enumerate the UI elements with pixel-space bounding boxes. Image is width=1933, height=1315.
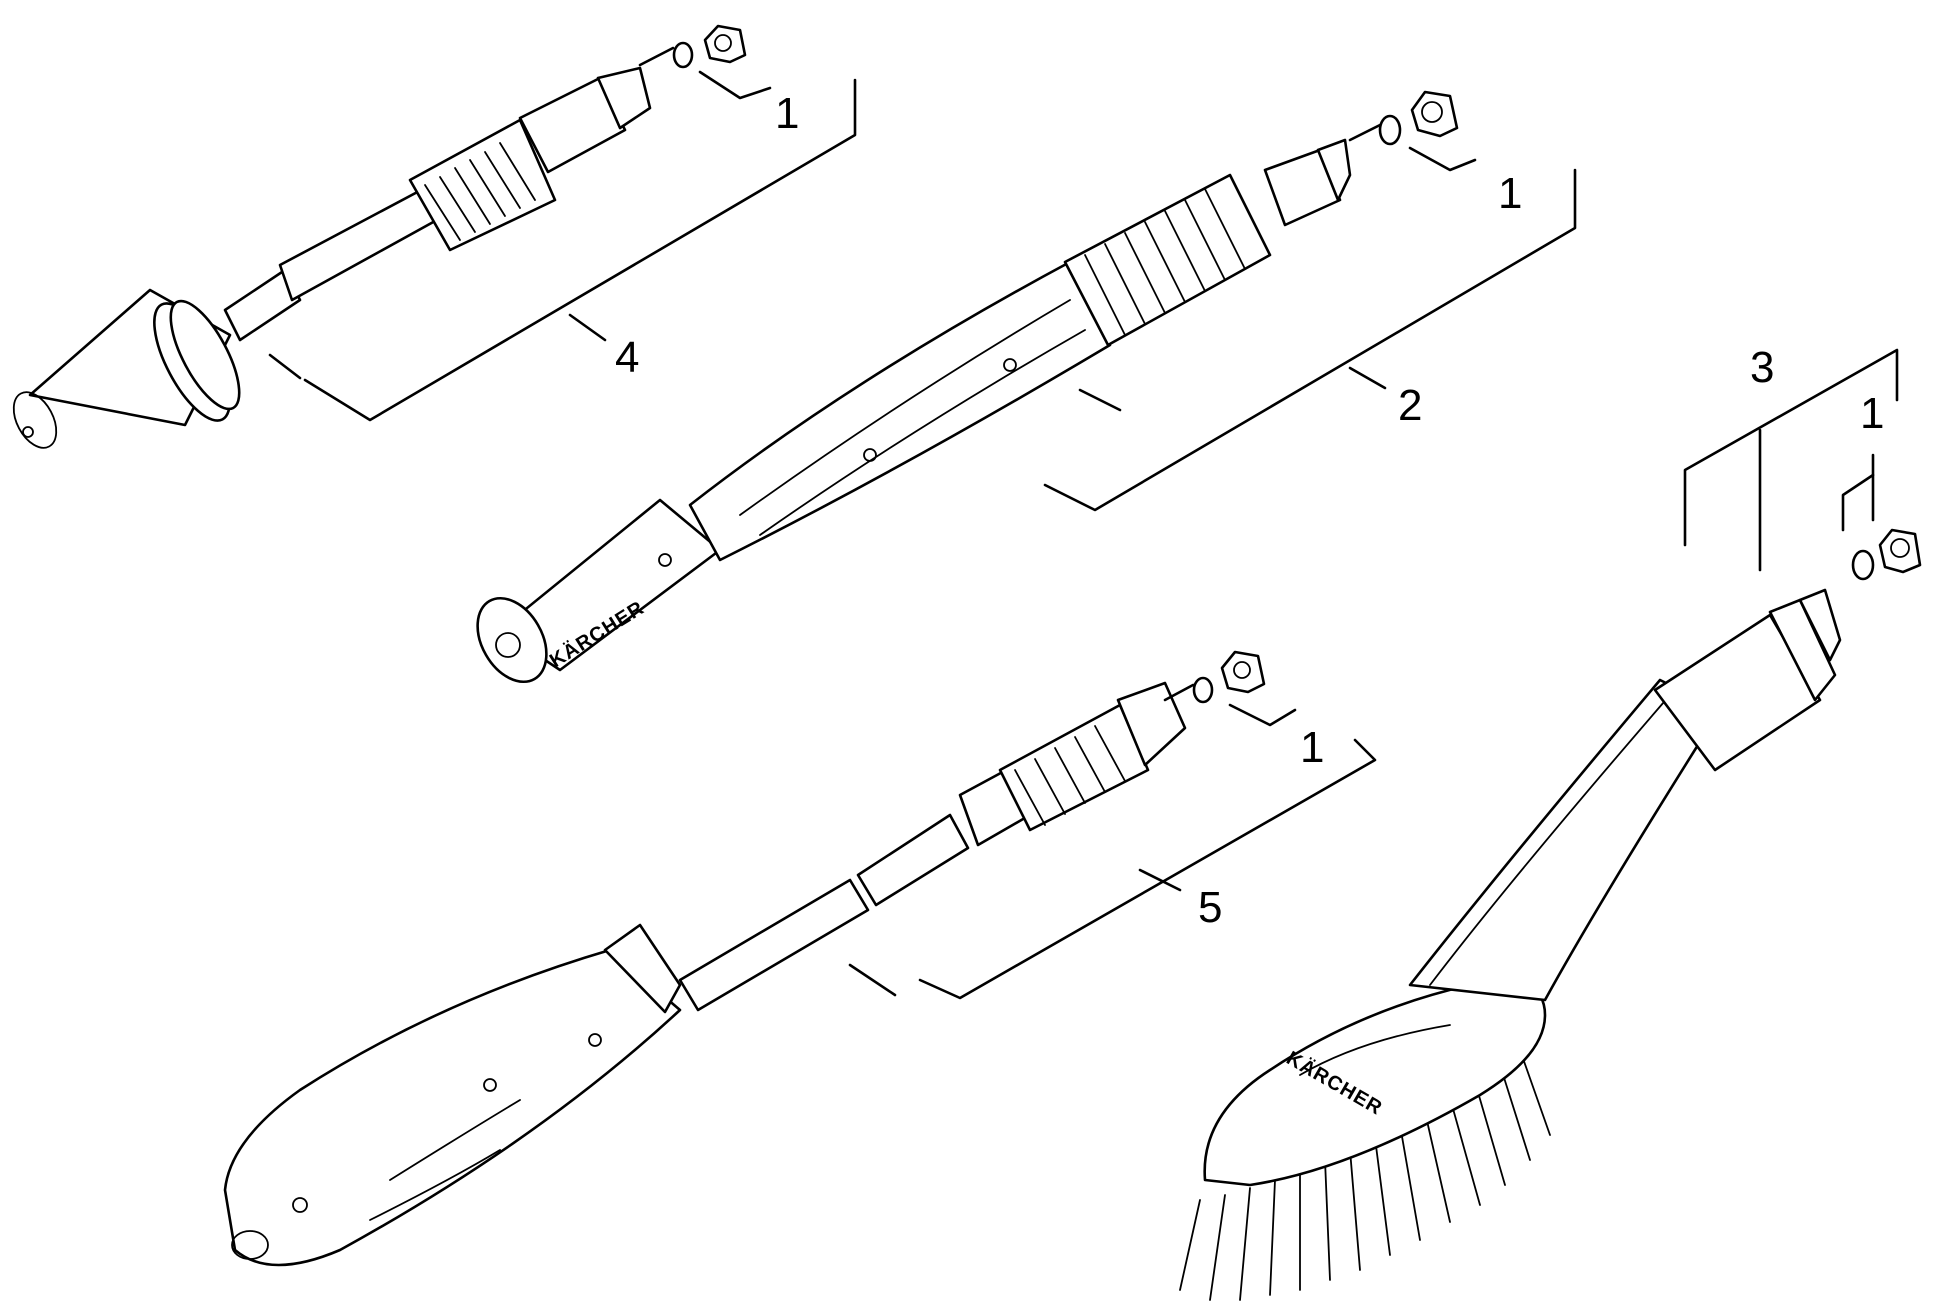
extension-lance — [223, 650, 1266, 1267]
callout-labels: 1 4 1 2 3 1 1 5 — [615, 89, 1884, 932]
callout-1-top-center: 1 — [1498, 169, 1522, 218]
wash-brush: KÄRCHER — [1179, 528, 1922, 1301]
vario-power-lance: KÄRCHER — [476, 90, 1459, 684]
callout-1-top-left: 1 — [775, 89, 799, 138]
callout-leaders — [268, 46, 1899, 1000]
callout-5: 5 — [1198, 883, 1222, 932]
callout-4: 4 — [615, 333, 639, 382]
callout-2: 2 — [1398, 381, 1422, 430]
dirt-blaster-lance — [12, 24, 747, 449]
callout-1-right: 1 — [1860, 389, 1884, 438]
callout-3: 3 — [1750, 343, 1774, 392]
callout-1-bottom: 1 — [1300, 723, 1324, 772]
